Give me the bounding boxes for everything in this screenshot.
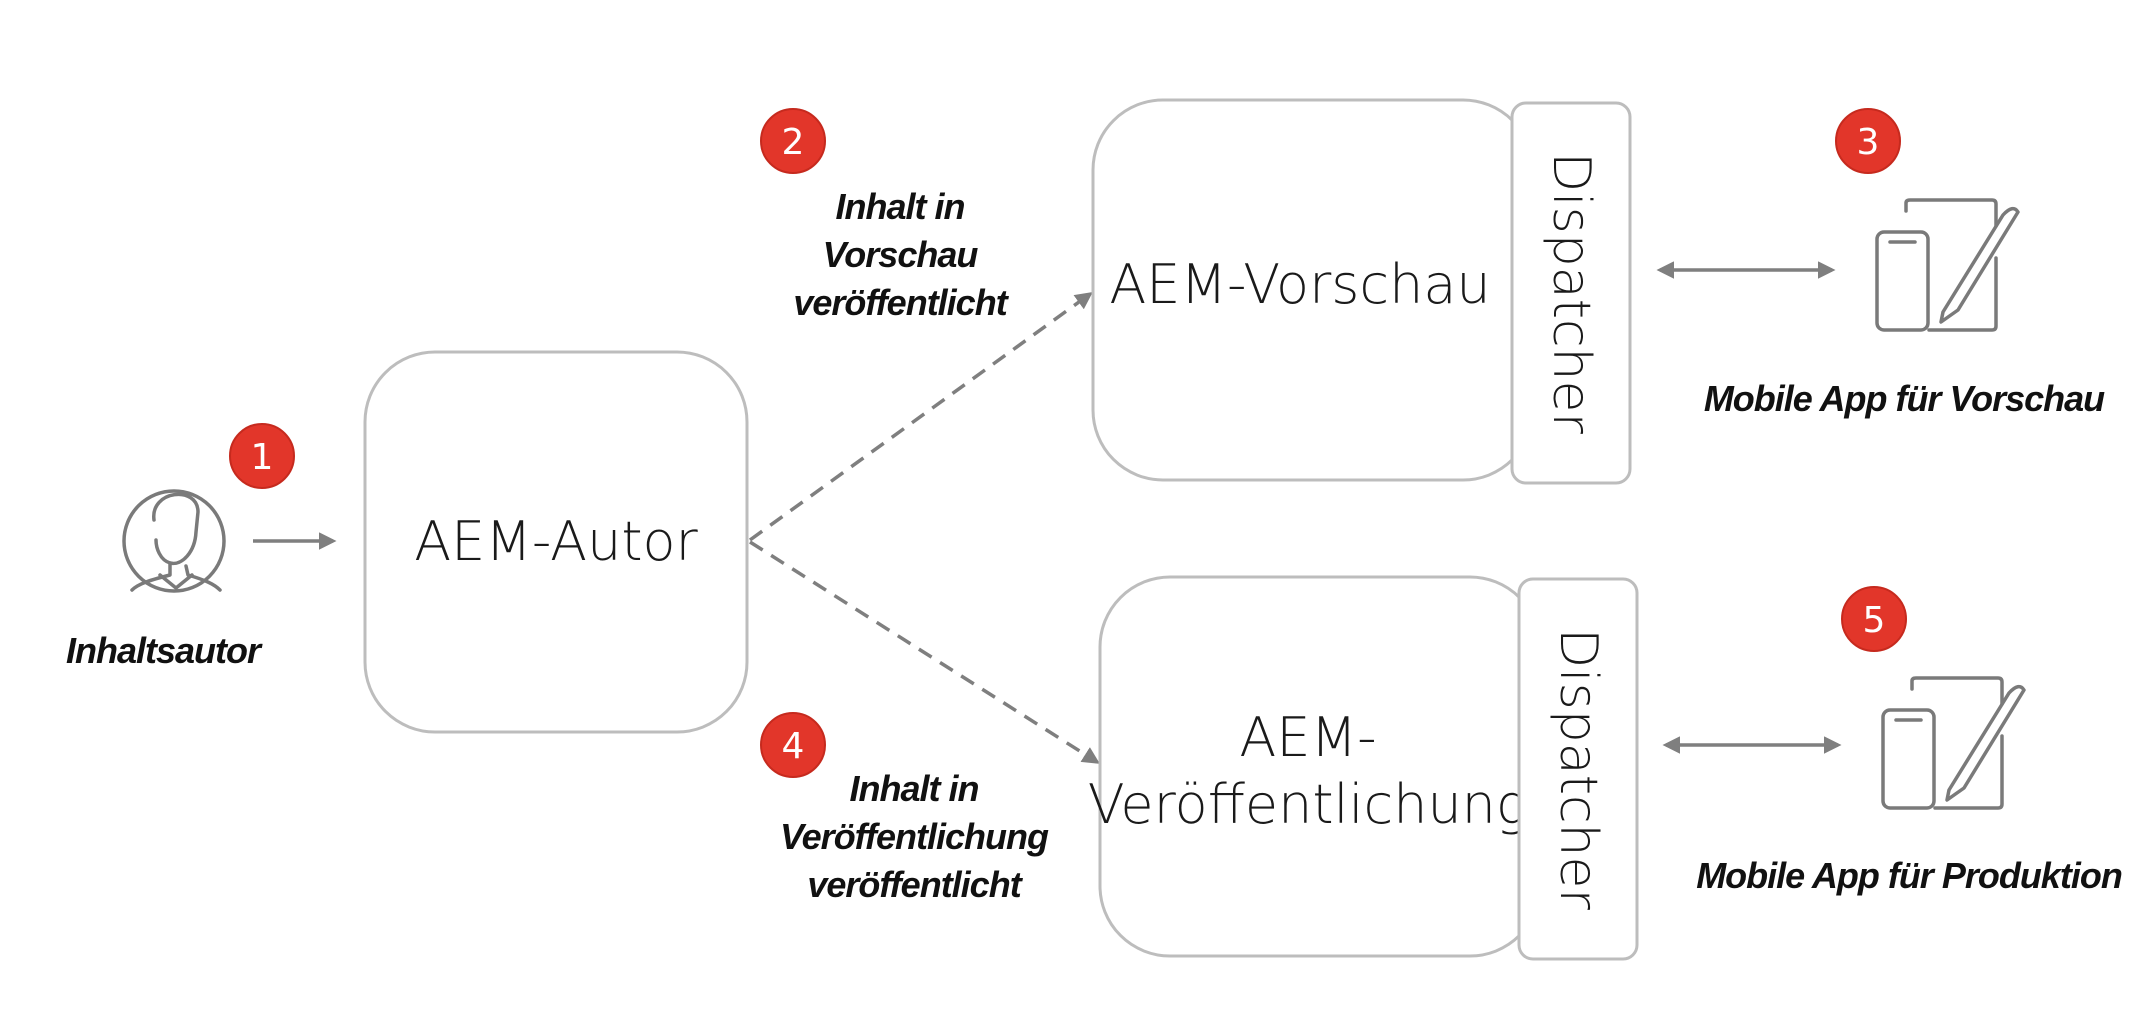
publish-note-line1: Inhalt in bbox=[850, 768, 979, 809]
preview-note-line1: Inhalt in bbox=[836, 186, 965, 227]
author-caption: Inhaltsautor bbox=[66, 630, 263, 671]
aem-publish-box: AEM- Veröffentlichung bbox=[1088, 575, 1542, 958]
step-badge-2: 2 bbox=[760, 108, 826, 174]
publish-dispatcher: Dispatcher bbox=[1517, 577, 1639, 961]
step-badge-1-number: 1 bbox=[251, 437, 274, 478]
aem-author-label: AEM-Autor bbox=[414, 510, 698, 573]
step-badge-1: 1 bbox=[229, 423, 295, 489]
step-badge-3: 3 bbox=[1835, 108, 1901, 174]
preview-dispatcher: Dispatcher bbox=[1510, 101, 1632, 485]
publish-note-line3: veröffentlicht bbox=[807, 864, 1023, 905]
aem-publish-label-line2: Veröffentlichung bbox=[1088, 773, 1529, 836]
publish-note-line2: Veröffentlichung bbox=[780, 816, 1049, 857]
mobile-devices-icon bbox=[1881, 676, 2026, 810]
step-badge-5-number: 5 bbox=[1863, 600, 1886, 641]
person-icon bbox=[122, 489, 226, 593]
preview-note-line2: Vorschau bbox=[823, 234, 979, 275]
step-badge-3-number: 3 bbox=[1857, 122, 1880, 163]
aem-preview-box: AEM-Vorschau bbox=[1091, 98, 1535, 482]
mobile-devices-icon bbox=[1875, 198, 2020, 332]
step-badge-2-number: 2 bbox=[782, 122, 805, 163]
preview-publish-note: Inhalt in Vorschau veröffentlicht bbox=[793, 186, 1010, 323]
preview-dispatcher-label: Dispatcher bbox=[1541, 152, 1601, 434]
production-app-caption: Mobile App für Produktion bbox=[1696, 855, 2122, 896]
step-badge-4-number: 4 bbox=[782, 726, 805, 767]
step-badge-4: 4 bbox=[760, 712, 826, 778]
aem-preview-label: AEM-Vorschau bbox=[1109, 253, 1490, 316]
dashed-arrow-to-preview bbox=[748, 291, 1093, 542]
publish-dispatcher-label: Dispatcher bbox=[1548, 628, 1608, 910]
aem-publish-label-line1: AEM- bbox=[1239, 706, 1376, 769]
preview-note-line3: veröffentlicht bbox=[793, 282, 1009, 323]
preview-app-caption: Mobile App für Vorschau bbox=[1704, 378, 2105, 419]
dashed-arrow-to-publish bbox=[749, 540, 1100, 764]
publish-note: Inhalt in Veröffentlichung veröffentlich… bbox=[780, 768, 1050, 905]
aem-author-box: AEM-Autor bbox=[363, 350, 749, 734]
step-badge-5: 5 bbox=[1841, 586, 1907, 652]
